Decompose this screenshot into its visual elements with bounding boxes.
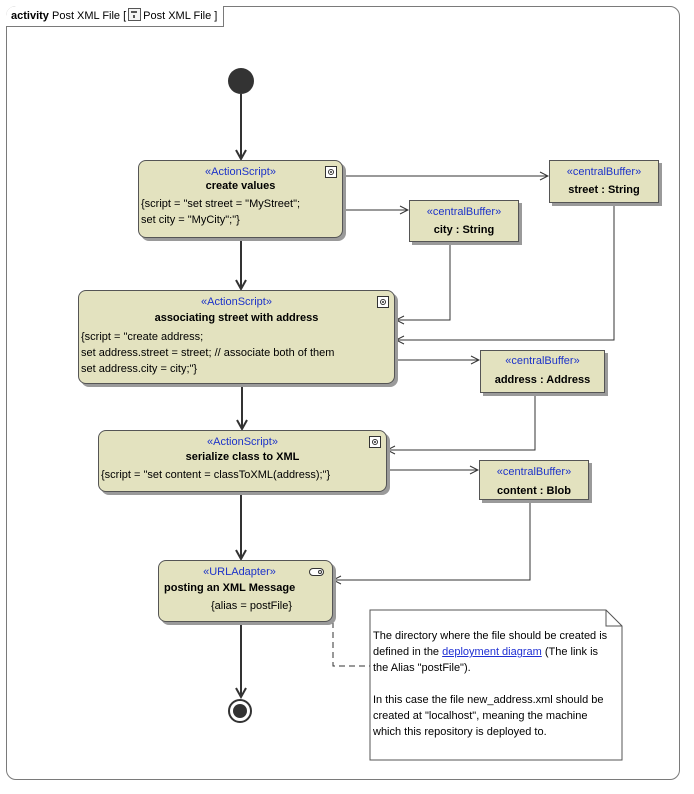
note-anchor (332, 622, 370, 667)
action-body: {script = "set street = "MyStreet"; set … (141, 198, 301, 226)
toggle-icon (309, 568, 324, 576)
object-flow-content-to-posting (333, 498, 531, 580)
object-flow-street-to-assoc (396, 203, 615, 340)
initial-node[interactable] (228, 68, 254, 94)
buffer-name: content : Blob (497, 485, 571, 497)
frame-keyword: activity (11, 10, 49, 22)
object-flow-city-to-assoc (396, 242, 451, 320)
deployment-diagram-link[interactable]: deployment diagram (442, 646, 542, 658)
final-node[interactable] (228, 699, 252, 723)
action-associating-street[interactable]: «ActionScript» associating street with a… (78, 290, 395, 384)
action-stereotype: «ActionScript» (207, 436, 278, 448)
note-paragraph-1: The directory where the file should be c… (373, 630, 608, 658)
frame-title: Post XML File [ (51, 10, 127, 22)
buffer-address[interactable]: «centralBuffer» address : Address (480, 350, 605, 393)
frame-title-link[interactable]: Post XML File ] (143, 10, 218, 22)
buffer-city[interactable]: «centralBuffer» city : String (409, 200, 519, 242)
action-posting-xml-message[interactable]: «URLAdapter» posting an XML Message {ali… (158, 560, 333, 622)
note-fold (605, 610, 622, 627)
action-serialize-xml[interactable]: «ActionScript» serialize class to XML {s… (98, 430, 387, 492)
action-create-values[interactable]: «ActionScript» create values {script = "… (138, 160, 343, 238)
action-body: {alias = postFile} (211, 600, 293, 612)
gear-icon (377, 296, 389, 308)
object-flow-address-to-serialize (387, 393, 536, 450)
action-name: create values (205, 180, 276, 192)
note-text: The directory where the file should be c… (373, 628, 613, 740)
buffer-stereotype: «centralBuffer» (566, 166, 642, 178)
comment-note: The directory where the file should be c… (370, 610, 622, 760)
action-body: {script = "set content = classToXML(addr… (101, 469, 331, 481)
buffer-name: street : String (568, 184, 640, 196)
action-stereotype: «URLAdapter» (203, 566, 276, 578)
note-shape (369, 609, 623, 761)
note-paragraph-1-tail: (The link is the Alias "postFile"). (373, 646, 599, 674)
action-name: associating street with address (154, 312, 319, 324)
buffer-street[interactable]: «centralBuffer» street : String (549, 160, 659, 203)
buffer-content[interactable]: «centralBuffer» content : Blob (479, 460, 589, 500)
gear-icon (325, 166, 337, 178)
buffer-stereotype: «centralBuffer» (496, 466, 572, 478)
gear-icon (369, 436, 381, 448)
action-name: serialize class to XML (185, 451, 300, 463)
buffer-name: city : String (433, 224, 495, 236)
action-body: {script = "create address; set address.s… (81, 331, 335, 375)
activity-diagram-icon (128, 8, 142, 21)
buffer-stereotype: «centralBuffer» (505, 355, 580, 367)
buffer-name: address : Address (494, 374, 591, 386)
frame-title-tab: activity Post XML File [ Post XML File ] (6, 6, 225, 27)
action-stereotype: «ActionScript» (201, 296, 272, 308)
action-name: posting an XML Message (164, 582, 296, 594)
action-stereotype: «ActionScript» (205, 166, 276, 178)
buffer-stereotype: «centralBuffer» (426, 206, 502, 218)
note-paragraph-2: In this case the file new_address.xml sh… (373, 694, 604, 738)
